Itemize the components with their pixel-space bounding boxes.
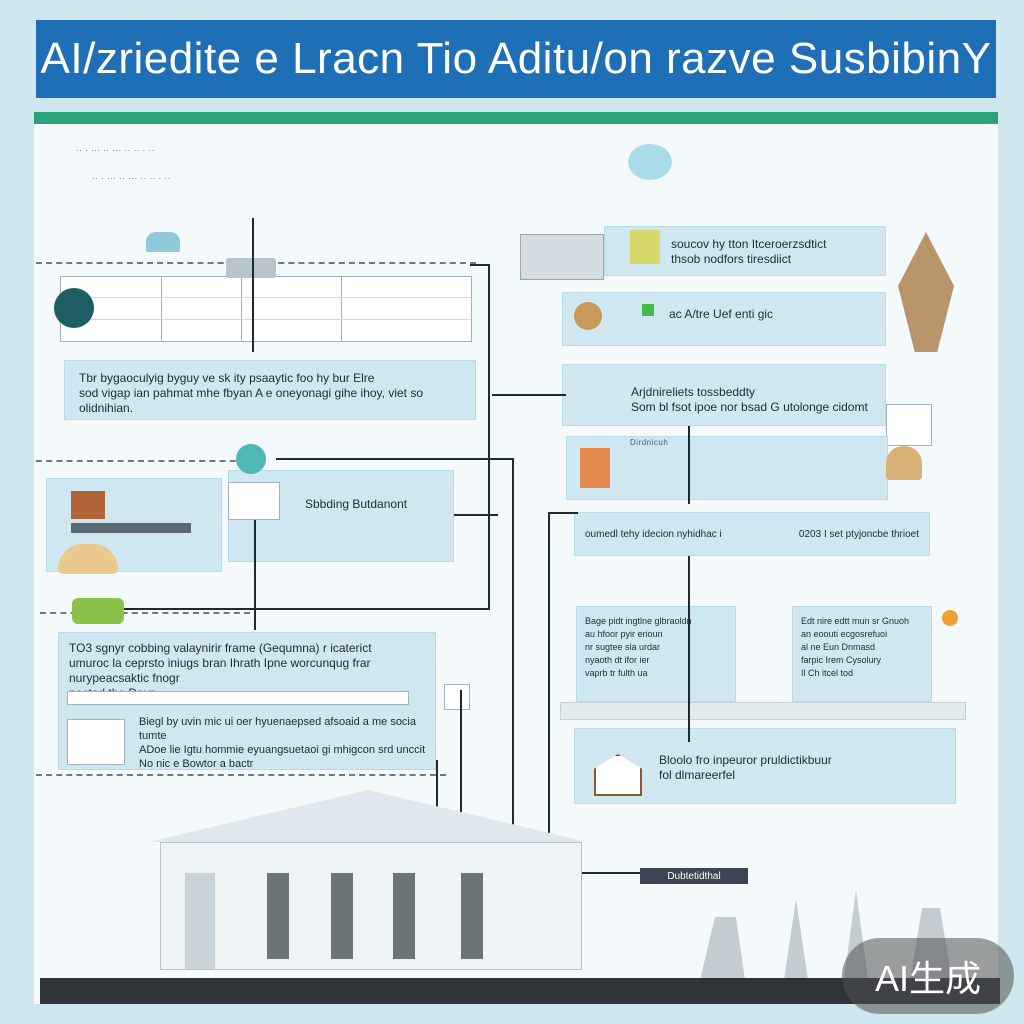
left-lower-title: TO3 sgnyr cobbing valaynirir frame (Gequ… [69,641,372,655]
right-box-2: ac A/tre Uef enti gic [562,292,886,346]
left-lower-sub: umuroc la ceprsto iniugs bran Ihrath Ipn… [69,656,371,685]
connector-line [254,520,256,630]
person-icon [54,288,94,328]
footer-chip: Dubtetidthal [640,868,748,884]
tent-icon [886,446,922,480]
connector-line [688,426,690,504]
left-wide-box: Tbr bygaoculyig byguy ve sk ity psaaytic… [64,360,476,420]
right-box-3-sub: Som bl fsot ipoe nor bsad G utolonge cid… [631,400,868,414]
top-note-2: ·· · ··· ·· ··· ·· ·· · ·· [92,174,171,183]
separator-line [36,774,446,776]
ai-watermark: AI生成 [842,938,1014,1014]
connector-line [688,556,690,742]
right-col-a: Bage pidt ingtlne glbraoldn au hfoor pyi… [576,606,736,702]
title-banner: AI/zriedite e Lracn Tio Aditu/on razve S… [36,20,996,98]
document-icon [228,482,280,520]
bookshelf-icon [580,448,610,488]
page-title: AI/zriedite e Lracn Tio Aditu/on razve S… [40,34,992,83]
connector-line [436,760,438,810]
left-lower-box: TO3 sgnyr cobbing valaynirir frame (Gequ… [58,632,436,770]
right-bottom-box: Bloolo fro inpeuror pruldictikbuur fol d… [574,728,956,804]
right-strip-b: 0203 I set ptyjoncbe thrioet [798,529,919,540]
shelf-bar [560,702,966,720]
separator-line [40,612,250,614]
vehicle-icon [58,544,118,574]
separator-line [36,460,246,462]
connector-line [488,264,490,610]
cloud-icon [628,144,672,180]
connector-line [252,218,254,352]
road [40,978,1000,1004]
left-bottom-text: Biegl by uvin mic ui oer hyuenaepsed afs… [139,716,426,770]
target-icon [236,444,266,474]
device-icon [226,258,276,278]
status-icon [642,304,654,316]
connector-line [124,608,490,610]
right-strip-a: oumedl tehy idecion nyhidhac i [585,529,722,540]
connector-line [470,264,490,266]
right-col-b: Edt nire edtt mun sr Gnuoh an eoouti ecg… [792,606,932,702]
data-table [60,276,472,342]
right-box-3-title: Arjdnireliets tossbeddty [631,385,756,399]
form-icon [67,719,125,765]
right-strip: oumedl tehy idecion nyhidhac i 0203 I se… [574,512,930,556]
chart-icon [886,404,932,446]
accent-bar [34,112,998,124]
connector-line [548,512,578,514]
right-box-4 [566,436,888,500]
building-icon [146,232,180,252]
machine-icon [520,234,604,280]
connector-line [548,512,550,872]
dot-icon [942,610,958,626]
building-body [160,842,582,970]
connector-line [276,458,514,460]
connector-line [492,394,566,396]
robot-icon [630,230,660,264]
machine-icon [72,598,124,624]
right-tag: Dirdnicuh [630,438,669,447]
top-note: ·· · ··· ·· ··· ·· ·· · ·· [76,146,155,155]
connector-line [512,458,514,868]
connector-line [454,514,498,516]
folder-icon [444,684,470,710]
connector-line [460,690,462,870]
right-box-1: soucov hy tton Itceroerzsdtict thsob nod… [604,226,886,276]
coin-icon [574,302,602,330]
right-box-3: Arjdnireliets tossbeddty Som bl fsot ipo… [562,364,886,426]
